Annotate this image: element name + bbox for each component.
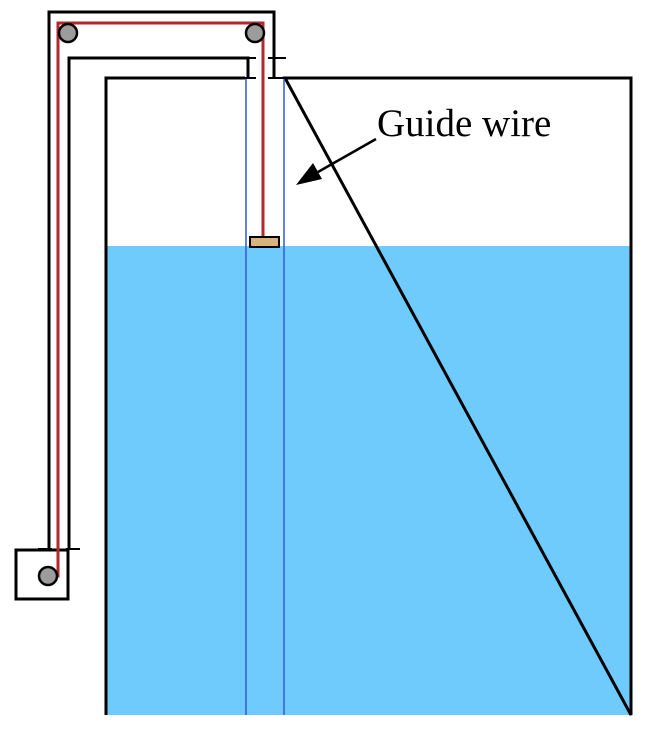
guide-wire-label: Guide wire [377, 102, 551, 145]
pulley-icon [37, 565, 59, 587]
pulley-icon [57, 22, 79, 44]
float-icon [249, 236, 280, 248]
tape-housing-inner [67, 56, 250, 548]
tape-housing-outer [47, 10, 276, 548]
pulley-icon [244, 22, 266, 44]
annotation-arrow-line [317, 137, 377, 174]
tank-outline [104, 76, 633, 716]
tank-liquid [106, 246, 631, 715]
arrowhead-icon [296, 163, 322, 185]
